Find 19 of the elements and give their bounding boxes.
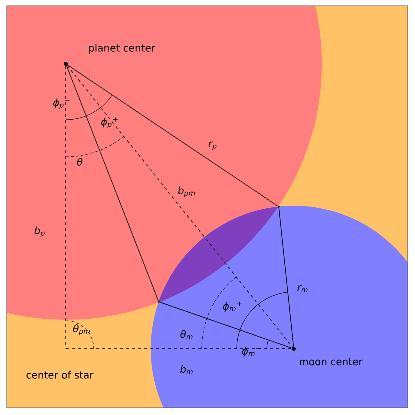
- edge-label: b$_{m}$: [180, 365, 193, 375]
- node-label: moon center: [300, 358, 363, 366]
- edge-label: b$_{p}$: [34, 226, 45, 238]
- center-point: moon center: [292, 347, 363, 366]
- line: [278, 208, 294, 348]
- angle-label: θ$_{m}$: [180, 330, 193, 340]
- line: [67, 64, 278, 207]
- line: [66, 348, 292, 350]
- node-label: planet center: [89, 44, 156, 54]
- angle-label: θ$_{pm}$: [73, 324, 90, 336]
- center-point: center of star: [26, 371, 94, 379]
- edge-label: b$_{pm}$: [178, 186, 196, 198]
- angle-label: θ: [77, 158, 83, 166]
- line: [66, 66, 159, 302]
- line: [67, 65, 293, 348]
- edge-label: r$_{p}$: [208, 142, 217, 150]
- center-point: planet center: [64, 44, 156, 66]
- line: [160, 302, 292, 349]
- edge-label: r$_{m}$: [298, 285, 308, 293]
